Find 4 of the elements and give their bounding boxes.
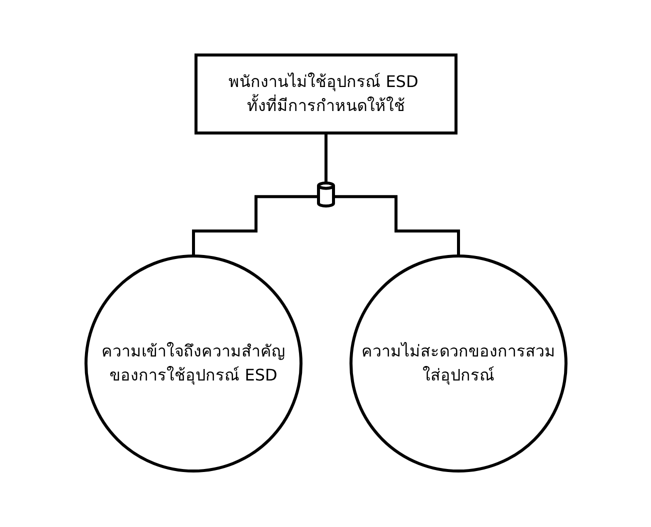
node-circle: ความไม่สะดวกของการสวมใส่อุปกรณ์	[349, 255, 567, 474]
node-circle: ความเข้าใจถึงความสำคัญของการใช้อุปกรณ์ ESD	[84, 255, 302, 474]
node-gate	[316, 182, 334, 208]
node-box: พนักงานไม่ใช้อุปกรณ์ ESD ทั้งที่มีการกำหนดให้ใช้	[194, 54, 457, 135]
